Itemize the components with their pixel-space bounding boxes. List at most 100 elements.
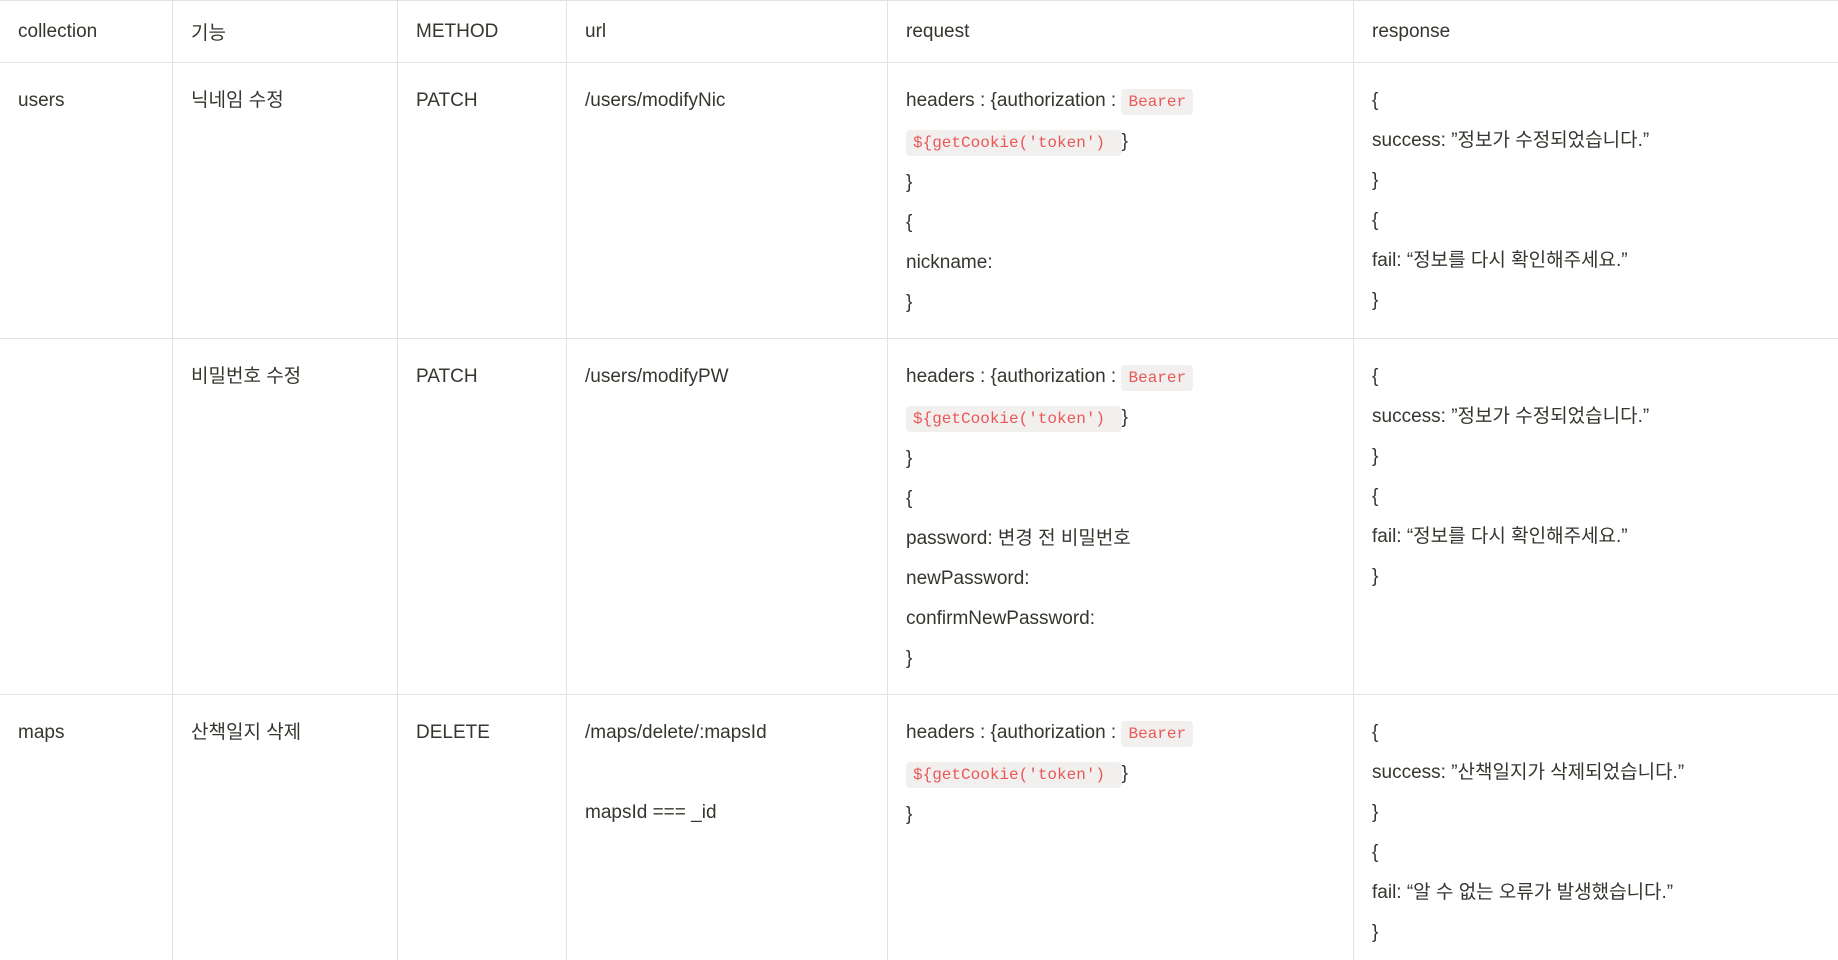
- cell-method[interactable]: PATCH: [398, 339, 567, 695]
- text-segment: {: [1372, 842, 1379, 863]
- text-segment: }: [1372, 802, 1379, 823]
- text-segment: success: ”정보가 수정되었습니다.”: [1372, 130, 1650, 151]
- text-segment: fail: “정보를 다시 확인해주세요.”: [1372, 250, 1628, 271]
- cell-line: }: [1372, 557, 1820, 597]
- cell-line: }: [906, 163, 1335, 203]
- cell-feature[interactable]: 비밀번호 수정: [173, 339, 398, 695]
- cell-feature[interactable]: 닉네임 수정: [173, 63, 398, 339]
- header-cell-request[interactable]: request: [888, 1, 1354, 63]
- text-segment: /maps/delete/:mapsId: [585, 722, 767, 743]
- cell-response[interactable]: { success: ”산책일지가 삭제되었습니다.”} { fail: “알 수 없…: [1354, 695, 1838, 960]
- cell-line: maps: [18, 713, 154, 753]
- cell-response[interactable]: {success: ”정보가 수정되었습니다.”}{fail: “정보를 다시 …: [1354, 63, 1838, 339]
- inline-code: ${getCookie('token'): [906, 762, 1122, 788]
- header-cell-response[interactable]: response: [1354, 1, 1838, 63]
- cell-line: ${getCookie('token') }: [906, 754, 1335, 795]
- cell-line: nickname:: [906, 243, 1335, 283]
- inline-code: ${getCookie('token'): [906, 130, 1122, 156]
- text-segment: {: [1372, 486, 1379, 507]
- text-segment: headers : {authorization :: [906, 90, 1122, 111]
- cell-line: confirmNewPassword:: [906, 599, 1335, 639]
- cell-line: mapsId === _id: [585, 793, 869, 833]
- cell-line: {: [1372, 713, 1820, 753]
- cell-line: success: ”산책일지가 삭제되었습니다.”: [1372, 753, 1820, 793]
- cell-line: /maps/delete/:mapsId: [585, 713, 869, 753]
- header-cell-method[interactable]: METHOD: [398, 1, 567, 63]
- cell-url[interactable]: /users/modifyPW: [567, 339, 888, 695]
- text-segment: }: [1121, 407, 1128, 428]
- text-segment: headers : {authorization :: [906, 366, 1122, 387]
- header-cell-url[interactable]: url: [567, 1, 888, 63]
- text-segment: }: [1372, 290, 1379, 311]
- cell-line: PATCH: [416, 357, 548, 397]
- cell-collection[interactable]: [0, 339, 173, 695]
- text-segment: confirmNewPassword:: [906, 608, 1095, 629]
- inline-code: Bearer: [1121, 89, 1194, 115]
- cell-line: fail: “알 수 없는 오류가 발생했습니다.”: [1372, 873, 1820, 913]
- text-segment: {: [906, 212, 913, 233]
- text-segment: {: [906, 488, 913, 509]
- cell-line: }: [906, 639, 1335, 679]
- text-segment: {: [1372, 90, 1379, 111]
- cell-line: DELETE: [416, 713, 548, 753]
- cell-line: users: [18, 81, 154, 121]
- cell-line: }: [1372, 161, 1820, 201]
- cell-line: /users/modifyNic: [585, 81, 869, 121]
- text-segment: DELETE: [416, 722, 490, 743]
- cell-method[interactable]: DELETE: [398, 695, 567, 960]
- cell-request[interactable]: headers : {authorization : Bearer ${getCo…: [888, 339, 1354, 695]
- cell-url[interactable]: /maps/delete/:mapsId mapsId === _id: [567, 695, 888, 960]
- cell-line: 닉네임 수정: [191, 81, 379, 121]
- cell-line: success: ”정보가 수정되었습니다.”: [1372, 121, 1820, 161]
- inline-code: Bearer: [1121, 365, 1194, 391]
- cell-collection[interactable]: users: [0, 63, 173, 339]
- cell-feature[interactable]: 산책일지 삭제: [173, 695, 398, 960]
- inline-code: ${getCookie('token'): [906, 406, 1122, 432]
- cell-request[interactable]: headers : {authorization : Bearer${getCo…: [888, 695, 1354, 960]
- header-label: response: [1372, 20, 1451, 42]
- cell-line: }: [1372, 793, 1820, 833]
- text-segment: /users/modifyPW: [585, 366, 729, 387]
- text-segment: 비밀번호 수정: [191, 366, 302, 387]
- cell-line: headers : {authorization : Bearer: [906, 713, 1335, 754]
- text-segment: PATCH: [416, 366, 478, 387]
- cell-line: }: [906, 795, 1335, 835]
- cell-line: headers : {authorization : Bearer: [906, 357, 1335, 398]
- cell-request[interactable]: headers : {authorization : Bearer${getCo…: [888, 63, 1354, 339]
- cell-line: password: 변경 전 비밀번호: [906, 519, 1335, 559]
- header-cell-collection[interactable]: collection: [0, 1, 173, 63]
- header-cell-feature[interactable]: 기능: [173, 1, 398, 63]
- cell-method[interactable]: PATCH: [398, 63, 567, 339]
- cell-response[interactable]: {success: ”정보가 수정되었습니다.”}{fail: “정보를 다시 …: [1354, 339, 1838, 695]
- text-segment: headers : {authorization :: [906, 722, 1122, 743]
- cell-line: success: ”정보가 수정되었습니다.”: [1372, 397, 1820, 437]
- cell-line: headers : {authorization : Bearer: [906, 81, 1335, 122]
- cell-line: 비밀번호 수정: [191, 357, 379, 397]
- cell-line: PATCH: [416, 81, 548, 121]
- cell-line: fail: “정보를 다시 확인해주세요.”: [1372, 241, 1820, 281]
- text-segment: }: [906, 648, 913, 669]
- cell-collection[interactable]: maps: [0, 695, 173, 960]
- cell-line: {: [906, 203, 1335, 243]
- cell-line: {: [1372, 477, 1820, 517]
- cell-line: }: [1372, 281, 1820, 321]
- cell-line: {: [1372, 201, 1820, 241]
- cell-url[interactable]: /users/modifyNic: [567, 63, 888, 339]
- cell-line: newPassword:: [906, 559, 1335, 599]
- text-segment: users: [18, 90, 65, 111]
- text-segment: }: [1372, 566, 1379, 587]
- cell-line: {: [1372, 833, 1820, 873]
- text-segment: newPassword:: [906, 568, 1030, 589]
- cell-line: }: [906, 439, 1335, 479]
- text-segment: }: [906, 292, 913, 313]
- header-label: METHOD: [416, 20, 499, 42]
- text-segment: success: ”정보가 수정되었습니다.”: [1372, 406, 1650, 427]
- cell-line: ${getCookie('token') }: [906, 122, 1335, 163]
- text-segment: {: [1372, 722, 1379, 743]
- text-segment: 산책일지 삭제: [191, 722, 302, 743]
- text-segment: /users/modifyNic: [585, 90, 726, 111]
- text-segment: {: [1372, 366, 1379, 387]
- cell-line: }: [1372, 437, 1820, 477]
